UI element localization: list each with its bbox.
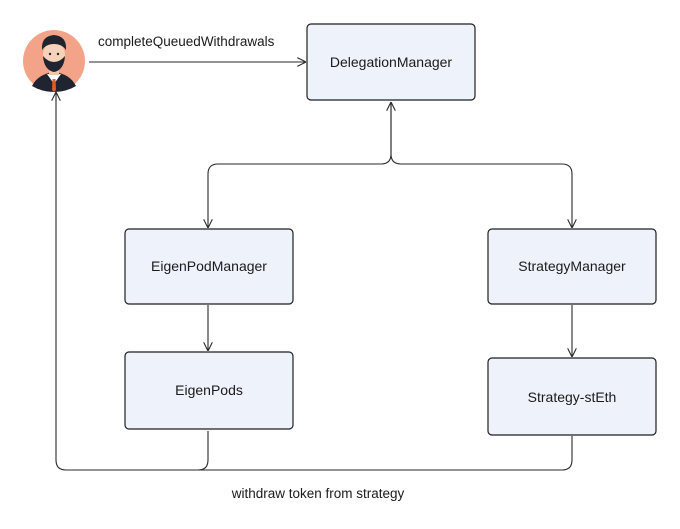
- node-strategy-steth-label: Strategy-stEth: [528, 389, 617, 405]
- edge-strategy-to-return: [198, 436, 573, 471]
- edge-delegation-to-eigenpodmanager: [208, 102, 392, 227]
- edge-eigenpods-to-user: [56, 93, 209, 471]
- node-strategy-manager: StrategyManager: [487, 228, 657, 305]
- node-eigenpod-manager-label: EigenPodManager: [151, 258, 267, 274]
- edge-label-withdraw-token: withdraw token from strategy: [231, 486, 405, 501]
- node-strategy-manager-label: StrategyManager: [518, 258, 626, 274]
- node-eigenpod-manager: EigenPodManager: [124, 228, 294, 305]
- node-eigenpods: EigenPods: [124, 351, 294, 430]
- node-eigenpods-label: EigenPods: [175, 382, 243, 398]
- user-avatar-icon: [23, 30, 85, 92]
- node-strategy-steth: Strategy-stEth: [487, 357, 657, 436]
- edge-label-complete-queued: completeQueuedWithdrawals: [98, 34, 275, 49]
- node-delegation-manager: DelegationManager: [306, 23, 476, 101]
- node-delegation-manager-label: DelegationManager: [330, 54, 453, 70]
- edge-delegation-to-strategymanager: [390, 153, 572, 227]
